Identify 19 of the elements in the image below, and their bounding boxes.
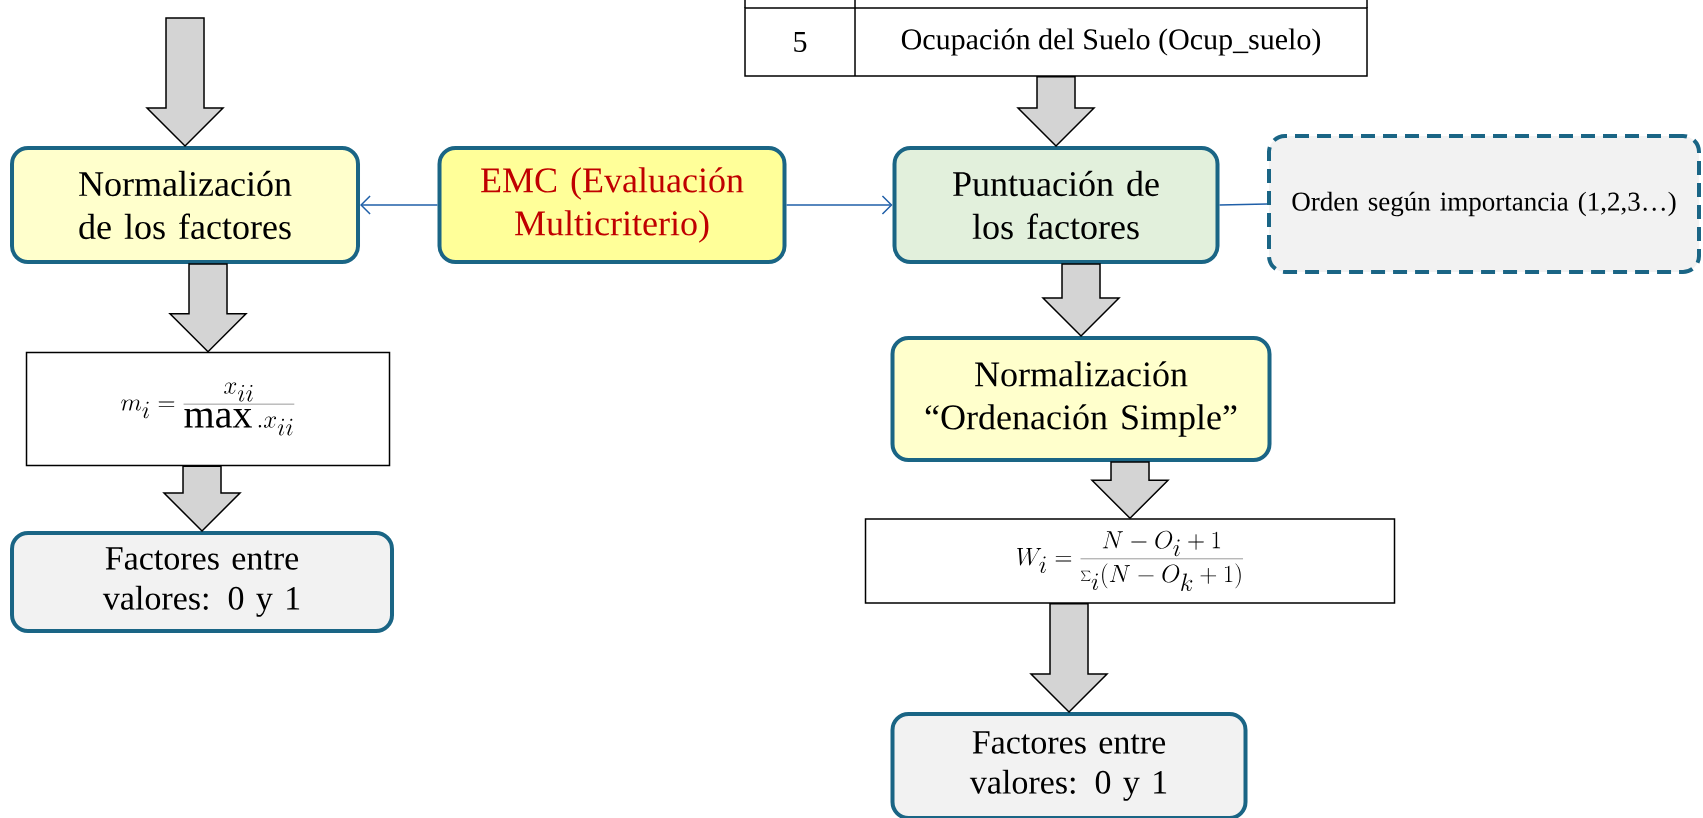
arrow [785,195,893,215]
formula-box: $m_{i} = \frac{x_{ii}}{\max .x_{ii}}$ [25,351,391,467]
table: 5 Ocupación del Suelo (Ocup_suelo) [744,0,1368,77]
block-arrow [1041,263,1121,338]
process-box: EMC (Evaluación Multicriterio) [437,146,787,264]
block-arrow [145,17,225,148]
block-arrow [168,263,248,353]
block-arrow [162,465,242,533]
process-box: Normalización de los factores [10,146,360,264]
block-arrow [1090,461,1170,520]
process-box: Normalización “Ordenación Simple” [890,336,1272,462]
note-box: Orden según importancia (1,2,3…) [1267,134,1701,274]
block-arrow [1029,603,1109,714]
formula-box: $W_{i} = \frac{N - O_{i} + 1}{\sum_{i}(N - O_{k} + 1)}$ [864,518,1396,604]
arrow [360,195,439,215]
process-box: Factores entre valores: 0 y 1 [10,531,394,633]
process-box: Factores entre valores: 0 y 1 [890,712,1248,818]
block-arrow [1016,76,1096,148]
process-box: Puntuación de los factores [892,146,1220,264]
